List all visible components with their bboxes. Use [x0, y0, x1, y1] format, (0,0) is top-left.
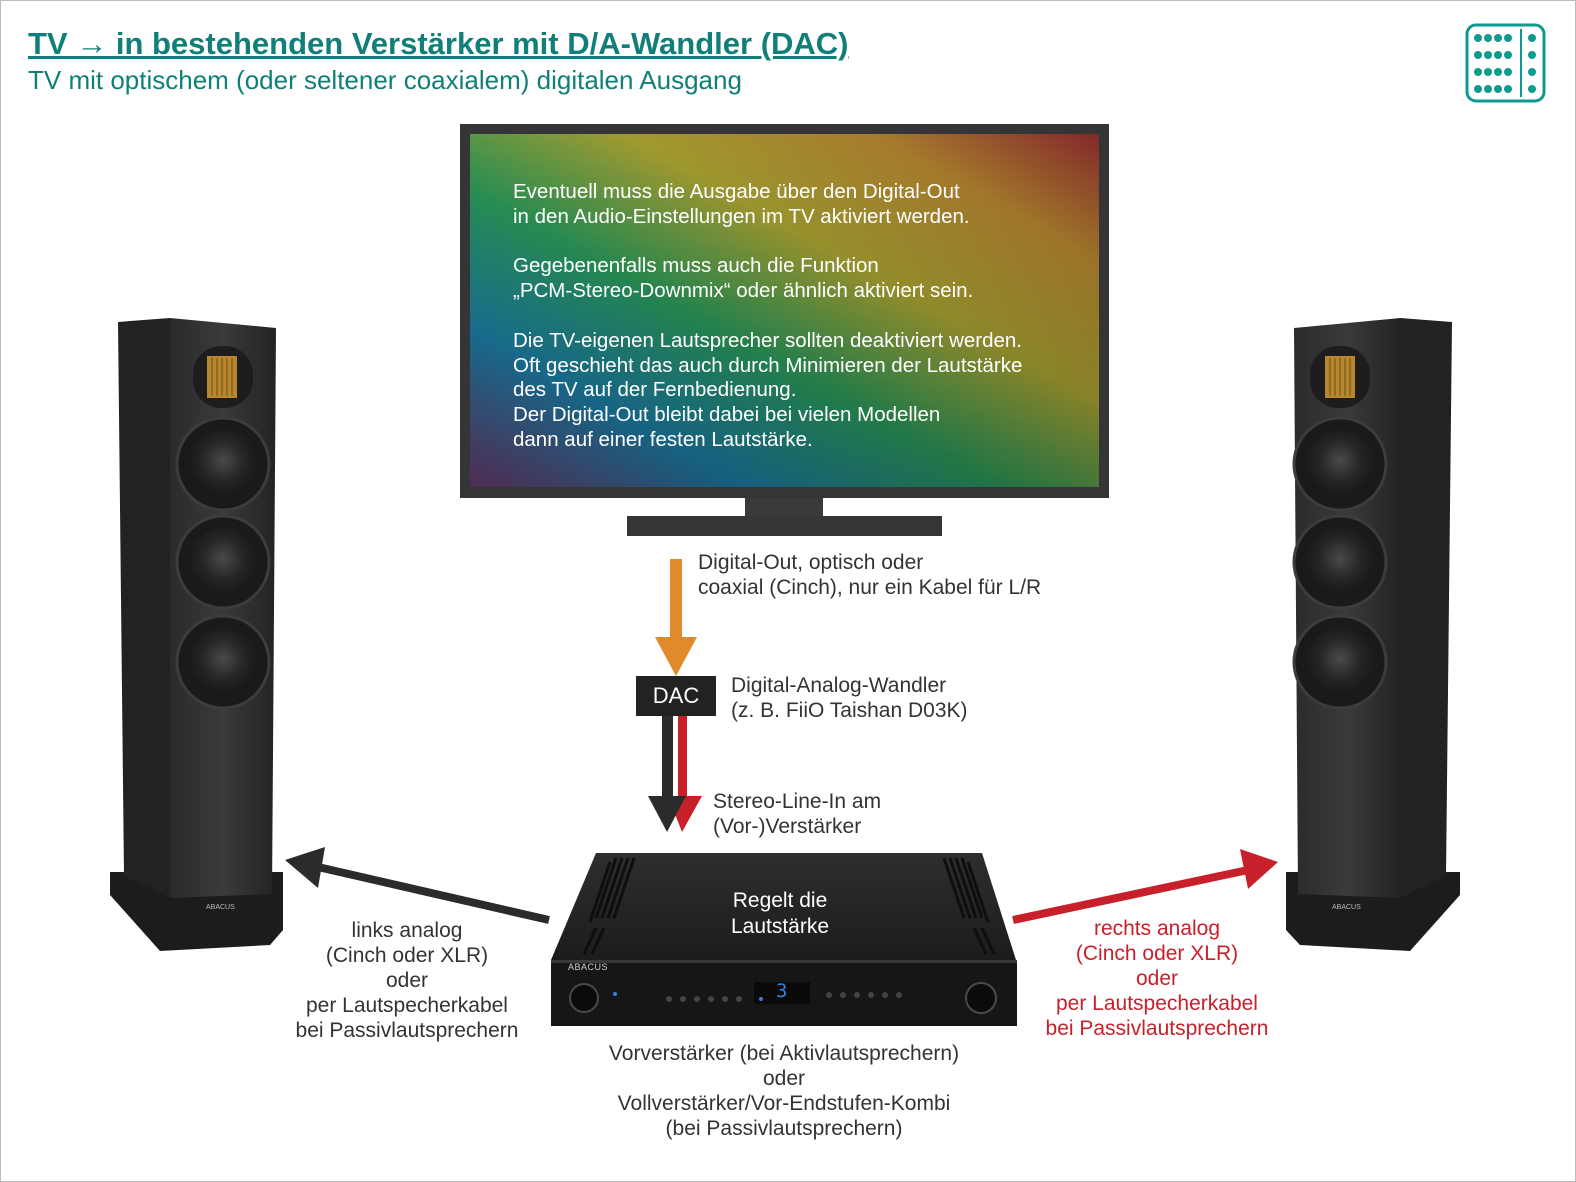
- page-subtitle: TV mit optischem (oder seltener coaxiale…: [28, 65, 742, 96]
- digital-out-label: Digital-Out, optisch oder coaxial (Cinch…: [698, 550, 1041, 600]
- amplifier-display-value: 3: [776, 980, 787, 1002]
- page-title: TV → in bestehenden Verstärker mit D/A-W…: [28, 26, 849, 62]
- right-output-label: rechts analog (Cinch oder XLR) oder per …: [1012, 916, 1302, 1041]
- left-output-label: links analog (Cinch oder XLR) oder per L…: [262, 918, 552, 1043]
- amplifier-caption: Vorverstärker (bei Aktivlautsprechern) o…: [584, 1041, 984, 1141]
- stereo-line-in-label: Stereo-Line-In am (Vor-)Verstärker: [713, 789, 881, 839]
- left-speaker-brand: ABACUS: [206, 904, 235, 911]
- dac-box: DAC: [636, 676, 716, 716]
- right-channel-arrow: [1013, 849, 1278, 920]
- amplifier-brand-label: ABACUS: [568, 962, 608, 972]
- tv-paragraph: Gegebenenfalls muss auch die Funktion „P…: [513, 254, 1022, 304]
- amplifier-volume-label: Regelt die Lautstärke: [700, 888, 860, 940]
- tv-paragraph: Eventuell muss die Ausgabe über den Digi…: [513, 180, 1022, 230]
- stereo-line-cable-arrow: [648, 716, 702, 832]
- left-channel-arrow: [285, 847, 549, 920]
- tv-screen-text: Eventuell muss die Ausgabe über den Digi…: [513, 180, 1022, 478]
- right-speaker-illustration: [1286, 318, 1460, 951]
- tv-paragraph: Die TV-eigenen Lautsprecher sollten deak…: [513, 329, 1022, 453]
- dac-description: Digital-Analog-Wandler (z. B. FiiO Taish…: [731, 673, 968, 723]
- dot-grid-logo-icon: [1467, 25, 1544, 101]
- right-speaker-brand: ABACUS: [1332, 904, 1361, 911]
- digital-out-arrow: [655, 559, 697, 676]
- left-speaker-illustration: [110, 318, 283, 951]
